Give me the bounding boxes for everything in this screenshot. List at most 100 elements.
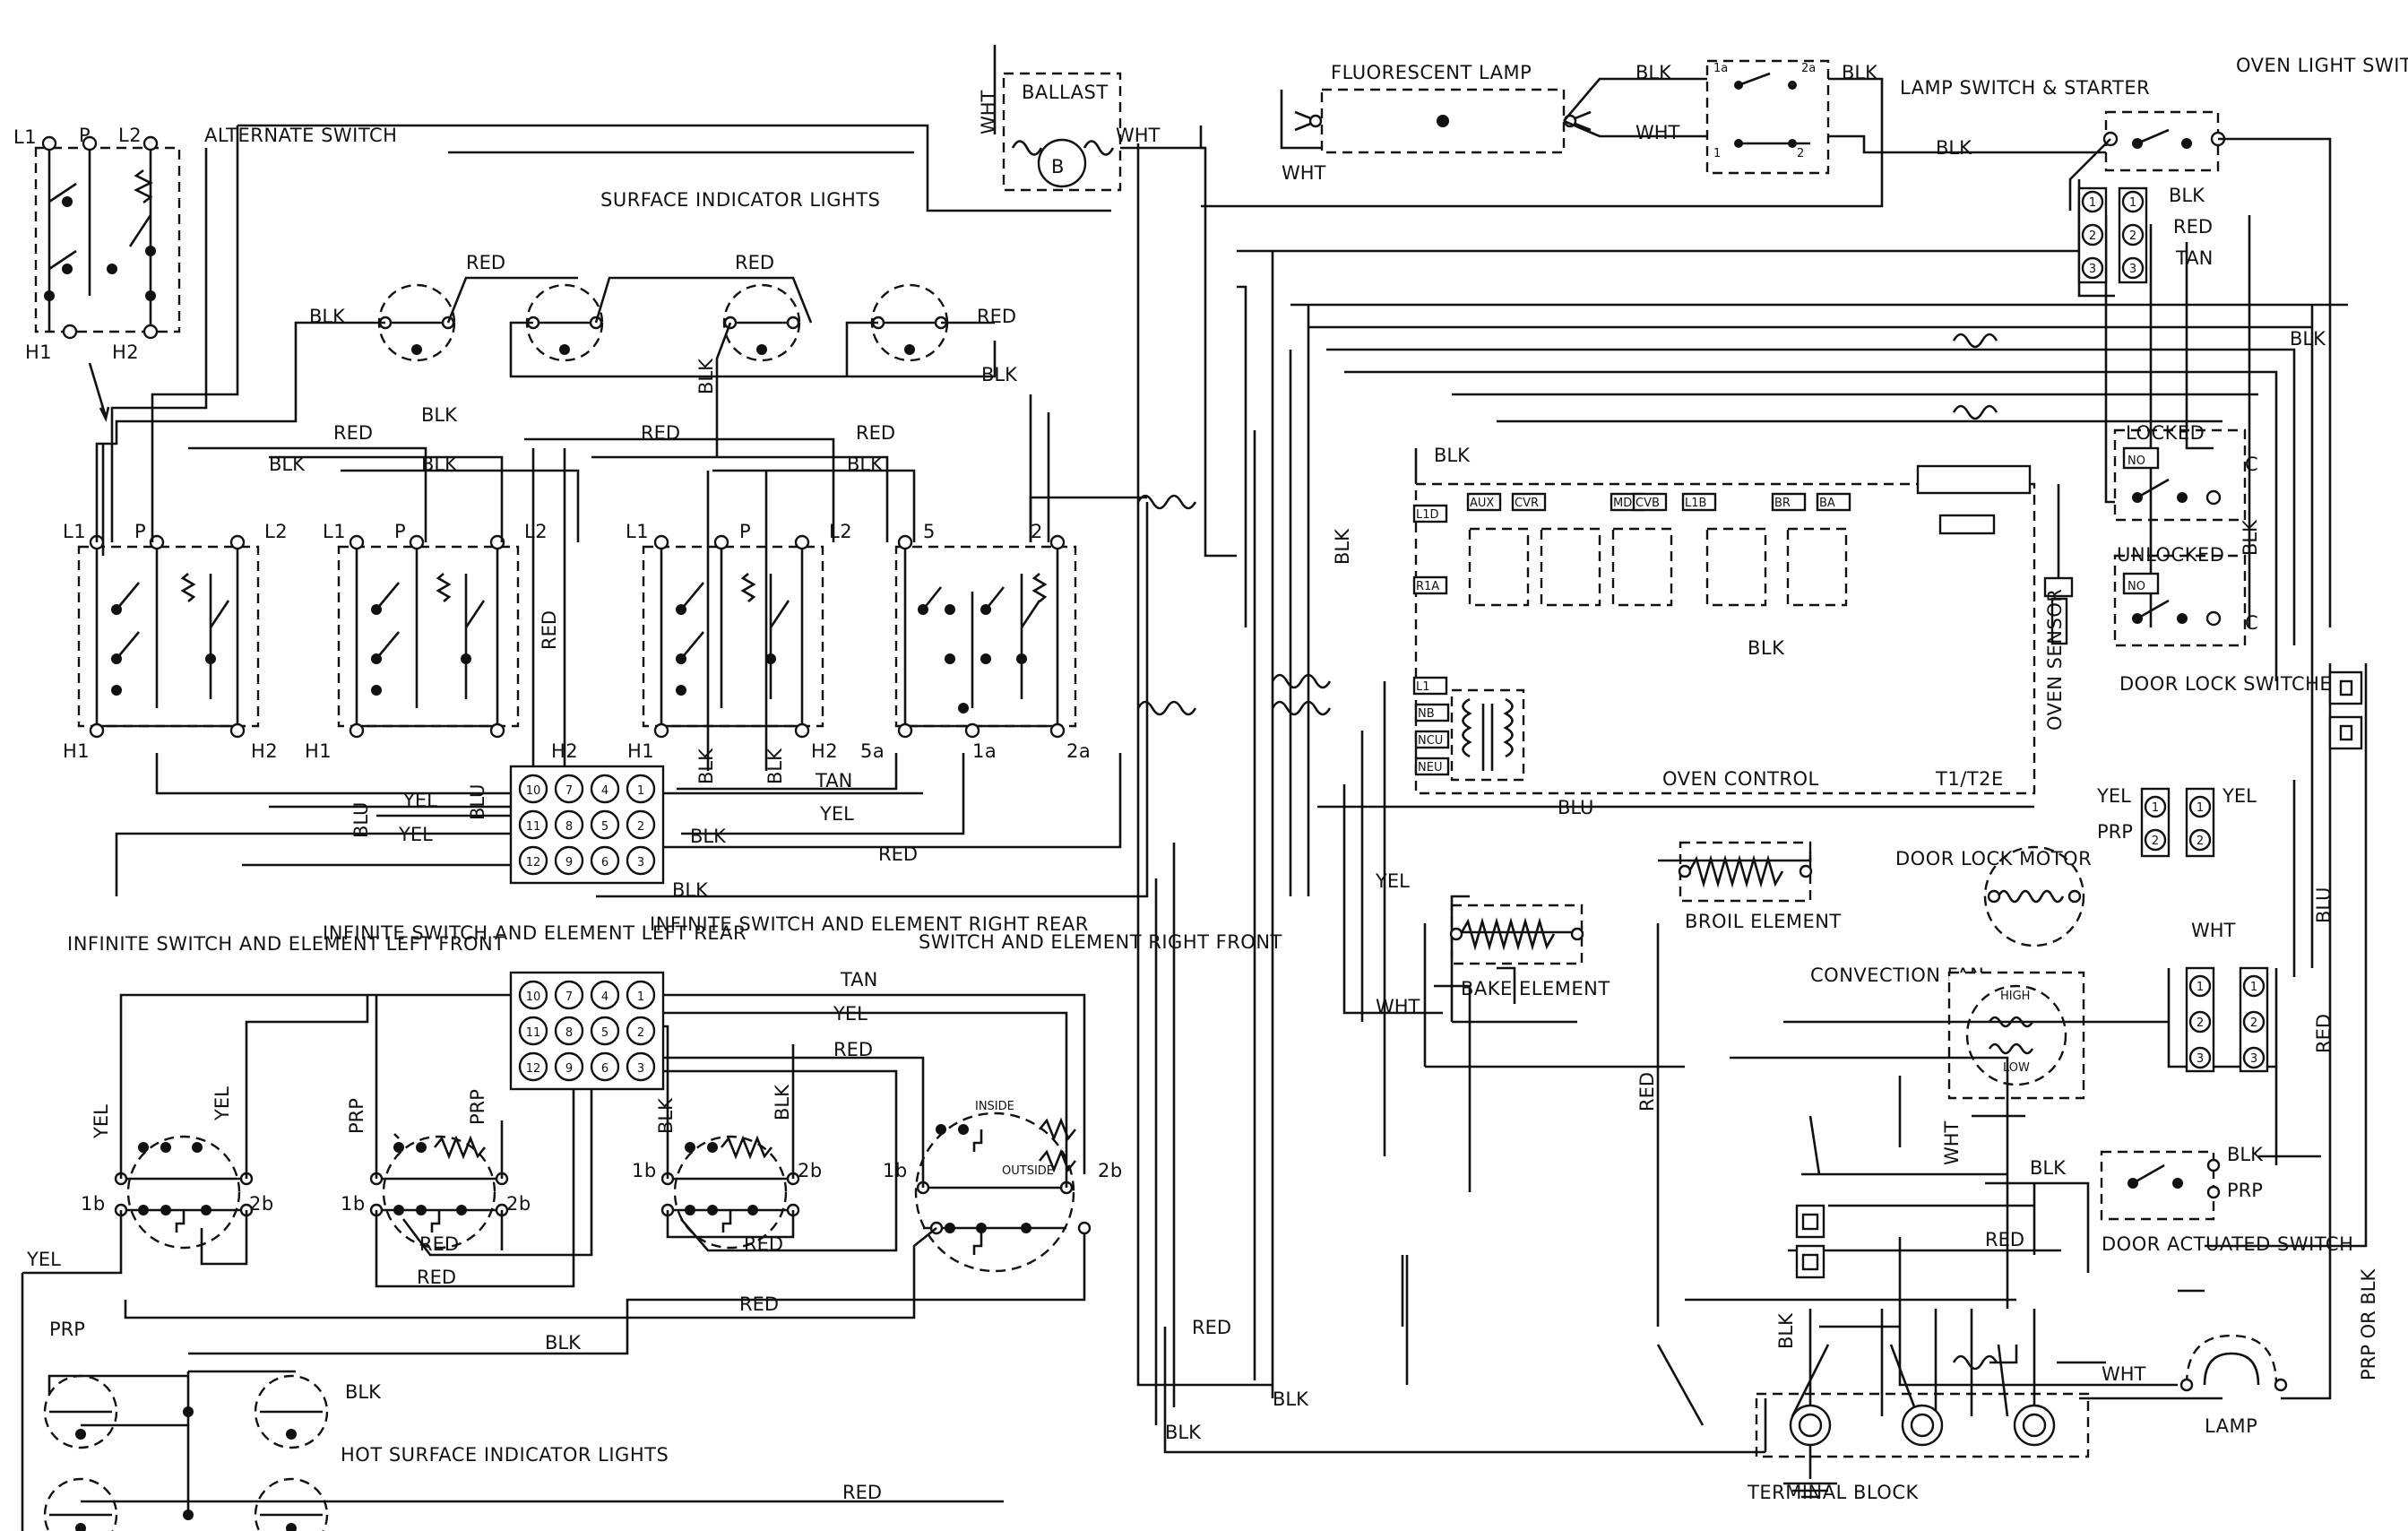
relay-terminal-label: BR [1774,497,1791,510]
rf-2b: 2b [1098,1160,1123,1181]
relay-terminal-label: NB [1418,707,1435,721]
sw2-h1: H1 [305,740,332,762]
terminal-pin [590,980,620,1010]
relay-terminal-label: L1B [1685,497,1706,510]
bake-element: BAKE ELEMENT YEL WHT RED [1375,870,1658,1111]
wire-label-yel-v1: YEL [91,1104,112,1139]
oven-sensor: OVEN SENSOR [2043,484,2074,731]
pin-circle [2242,1046,2266,1069]
terminal-pin [518,774,548,804]
wire-label-blk-2: BLK [981,364,1018,385]
wire-label-blk-21: BLK [545,1332,582,1354]
terminal-pin-number: 8 [565,1026,573,1040]
relay-terminal-box [1414,730,1450,749]
wire-label-red-16: RED [739,1293,779,1315]
pin-circle [2081,223,2104,247]
relay-terminal-box [1414,757,1450,776]
hot-surface-indicator-lights: HOT SURFACE INDICATOR LIGHTS BLK RED [43,1374,882,1531]
terminal-pin [590,809,620,840]
unlocked-label: UNLOCKED [2117,544,2224,566]
terminal-pin-number: 7 [565,784,573,798]
lamp-switch-blade [1738,72,1771,87]
inf-right-rear-label: INFINITE SWITCH AND ELEMENT RIGHT REAR [650,913,1089,935]
sw4-2: 2 [1031,521,1043,542]
infinite-switch-boxes: L1 P L2 L1 P L2 L1 P L2 5 2 H1 H2 H1 H2 … [63,521,1091,762]
pin-number: 2 [2250,1016,2257,1030]
wire-label-wht-1: WHT [1116,125,1161,146]
wire-coils [1136,333,1998,716]
sw-right-front-label: SWITCH AND ELEMENT RIGHT FRONT [919,931,1282,953]
terminal-pin-number: 5 [601,820,608,834]
wire-label-blk-v8: BLK [772,1084,793,1120]
contact-dot [1734,139,1743,148]
terminal-pin [590,1016,620,1046]
wire-label-prp-v2: PRP [467,1089,488,1125]
relay-terminal-label: R1A [1416,580,1439,593]
pin-circle [2144,828,2167,852]
wire-label-blk-18: BLK [1273,1388,1309,1410]
pin-circle [2081,256,2104,280]
relay-terminal-label: AUX [1470,497,1494,510]
pin-number: 1 [2152,801,2159,815]
lamp-switch-terminal: 1a [1713,62,1728,75]
pin-circle [2121,256,2145,280]
wire-label-wht-v1: WHT [978,90,999,134]
wire-label-blk-5: BLK [421,454,458,475]
pin-circle [2242,1010,2266,1034]
right-connectors: BLU PRP OR BLK [2313,670,2379,1380]
terminal-pin [554,809,584,840]
relay-terminal-label: BA [1819,497,1835,510]
relay-terminal-label: CVR [1515,497,1539,510]
terminal-pin [554,1051,584,1082]
fluorescent-lamp: FLUORESCENT LAMP BLK WHT WHT [1282,62,1680,184]
alternate-switch-label: ALTERNATE SWITCH [204,125,397,146]
terminal-pin [518,1051,548,1082]
terminal-pin [626,809,656,840]
sw2-l1: L1 [323,521,346,542]
rr-2b: 2b [798,1160,823,1181]
lower-wiring [21,143,1273,1531]
inf-left-front-label: INFINITE SWITCH AND ELEMENT LEFT FRONT [67,933,505,955]
wire-label-yel-7: YEL [833,1003,867,1025]
bake-element-label: BAKE ELEMENT [1461,978,1610,999]
relay-terminal-box [1414,703,1450,722]
terminal-pin [626,1016,656,1046]
lamp-switch-label: LAMP SWITCH & STARTER [1900,77,2150,99]
door-lock-switches-label: DOOR LOCK SWITCHES [2119,673,2344,695]
wire-label-blk-16: BLK [2030,1157,2067,1179]
wire-label-yel-1: YEL [402,790,437,811]
wire-label-red-15: RED [744,1233,783,1255]
fluorescent-lamp-label: FLUORESCENT LAMP [1331,62,1532,83]
terminal-pin [626,980,656,1010]
terminal-pin-number: 11 [526,820,541,834]
wire-label-red-6: RED [856,422,895,444]
pin-number: 3 [2129,263,2136,276]
alt-l2-label: L2 [118,125,142,146]
wire-label-blk-3: BLK [421,404,458,426]
wire-label-wht-5: WHT [1376,996,1420,1017]
lr-2b: 2b [506,1193,531,1215]
pin-circle [2188,1046,2212,1069]
wire-label-prp-2: PRP [2227,1180,2263,1201]
door-lock-motor-label: DOOR LOCK MOTOR [1895,848,2092,869]
wire-label-blk-8: BLK [672,879,709,901]
wire-label-tan-2: TAN [2175,247,2213,269]
pin-number: 2 [2089,229,2096,243]
alt-h1-label: H1 [25,342,52,363]
terminal-pin-number: 9 [565,1062,573,1076]
terminal-pin-number: 5 [601,1026,608,1040]
door-actuated-switch: BLK BLK PRP DOOR ACTUATED SWITCH RED WHT [1941,1120,2353,1255]
wire-label-blk-10: BLK [1842,62,1878,83]
wire-label-red-9: RED [1985,1229,2024,1250]
terminal-pin-number: 7 [565,990,573,1004]
rf-1b: 1b [883,1160,908,1181]
wire-label-prp-v1: PRP [346,1098,367,1134]
pin-circle [2121,190,2145,213]
pin-circle [2188,795,2212,818]
alt-p-label: P [79,125,91,146]
